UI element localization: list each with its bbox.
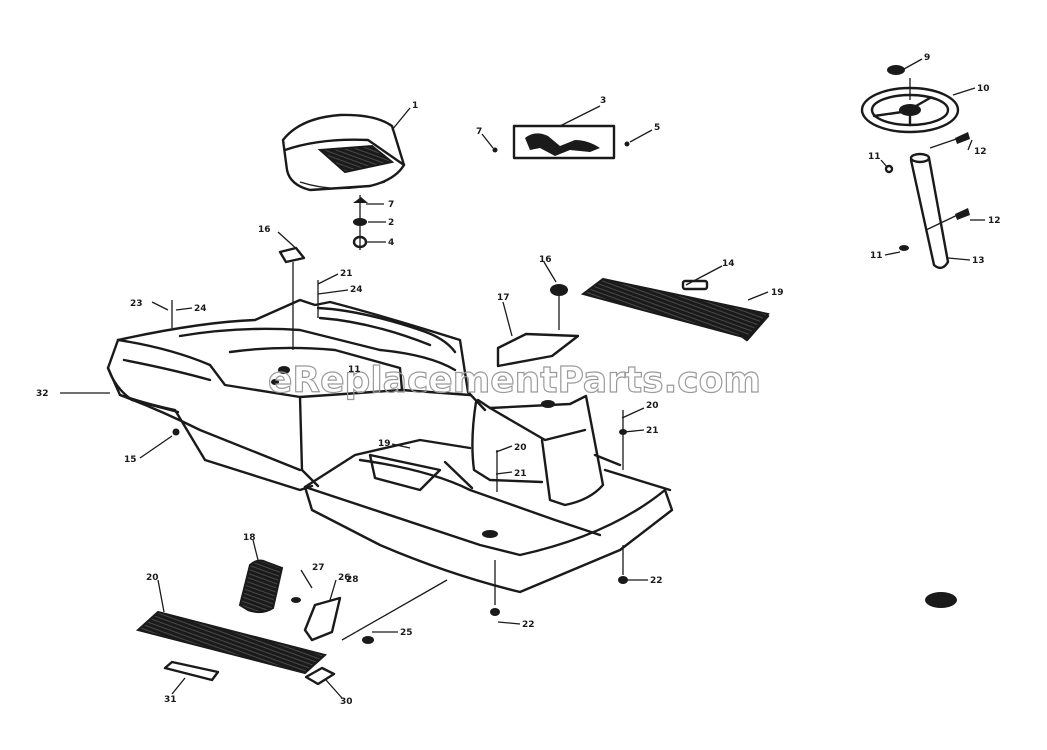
callout-19-body: 19 [378,439,391,449]
callout-28: 28 [346,575,359,585]
callout-16-console: 16 [539,255,552,265]
callout-10: 10 [977,84,990,94]
watermark: eReplacementParts.com [268,360,761,401]
callout-2: 2 [388,218,394,228]
footrest-left [135,559,374,686]
steering-shaft [884,132,970,270]
callout-20-right: 20 [646,401,659,411]
callout-12-lower: 12 [988,216,1001,226]
callout-9: 9 [924,53,930,63]
callout-23: 23 [130,299,143,309]
callout-11-upper: 11 [868,152,881,162]
callout-11-body: 11 [348,365,361,375]
main-body [106,298,674,594]
callout-27: 27 [312,563,325,573]
callout-12-upper: 12 [974,147,987,157]
callout-22-right: 22 [650,576,663,586]
callout-17: 17 [497,293,510,303]
hardware [171,246,957,641]
callout-labels: 1 2 3 4 5 7 7 9 10 11 11 11 12 12 13 14 … [36,53,1001,707]
callout-11-lower: 11 [870,251,883,261]
callout-30: 30 [340,697,353,707]
callout-20-console: 20 [514,443,527,453]
bracket [496,284,580,368]
callout-15: 15 [124,455,137,465]
callout-5: 5 [654,123,660,133]
callout-4: 4 [388,238,394,248]
callout-20-left: 20 [146,573,159,583]
callout-19-right: 19 [771,288,784,298]
steering-wheel [860,65,960,134]
seat [281,113,406,192]
callout-22-bottom: 22 [522,620,535,630]
footrest-right [580,277,770,342]
callout-26: 26 [338,573,351,583]
callout-21-top: 21 [340,269,353,279]
callout-3: 3 [600,96,606,106]
callout-16-seat: 16 [258,225,271,235]
seat-hardware [352,195,368,250]
callout-13: 13 [972,256,985,266]
callout-7-decal: 7 [476,127,482,137]
leader-lines [60,58,985,699]
decal [492,124,630,160]
callout-14: 14 [722,259,735,269]
callout-7: 7 [388,200,394,210]
callout-24-left: 24 [194,304,207,314]
callout-21-console: 21 [514,469,527,479]
callout-21-right: 21 [646,426,659,436]
callout-18: 18 [243,533,256,543]
callout-1: 1 [412,101,418,111]
callout-25: 25 [400,628,413,638]
callout-31: 31 [164,695,177,705]
callout-32: 32 [36,389,49,399]
callout-24-top: 24 [350,285,363,295]
